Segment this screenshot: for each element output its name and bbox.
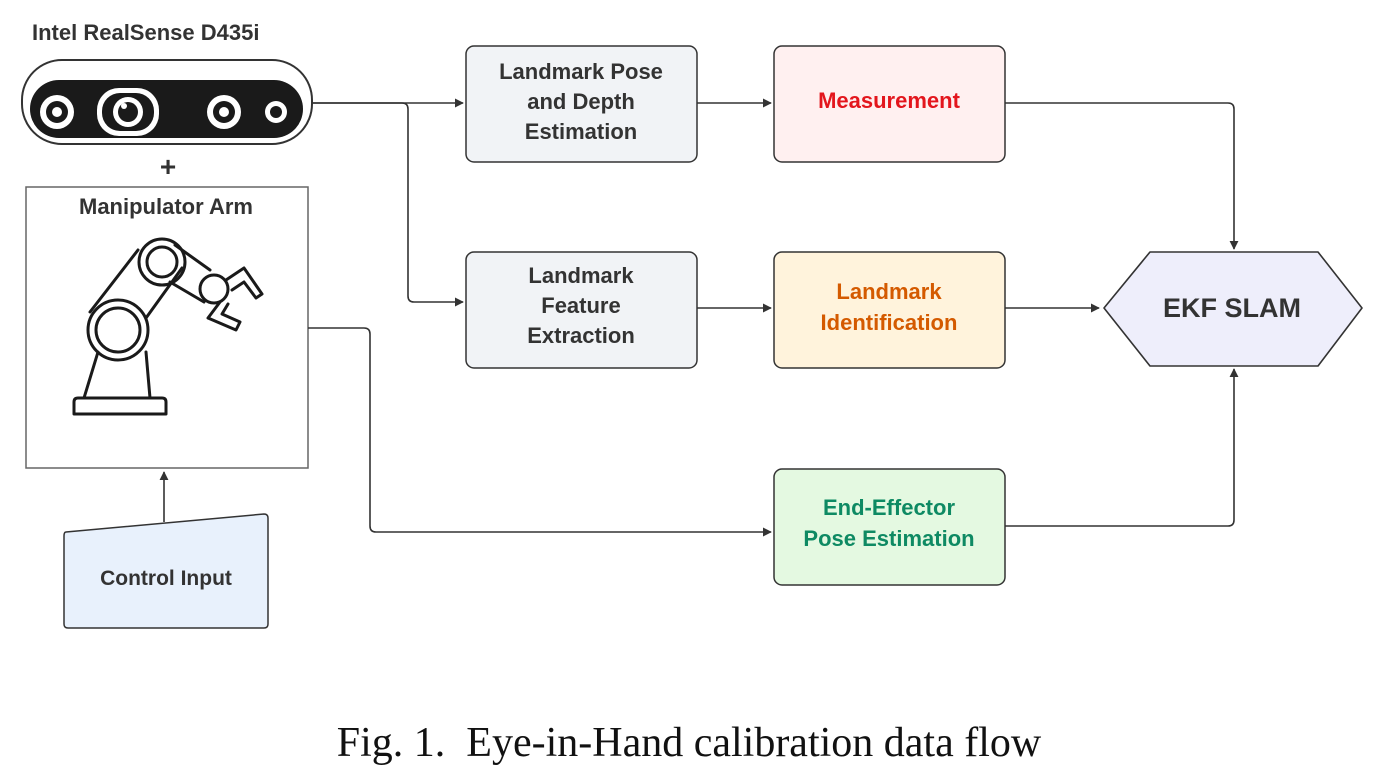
arm-to-end-effector-arrow [308,327,772,537]
robot-arm-icon [72,237,264,416]
feature-node [465,251,698,369]
camera-label: Intel RealSense D435i [32,20,259,45]
end-effector-to-ekf-arrow [1005,368,1239,527]
measurement-to-ekf-arrow [1005,102,1239,250]
identification-line-2: Identification [821,310,958,335]
pose-depth-node [465,45,698,163]
measurement-label: Measurement [818,88,961,113]
manipulator-arm-label: Manipulator Arm [79,194,253,219]
realsense-camera-icon [21,59,313,145]
identification-line-1: Landmark [836,279,942,304]
pose-depth-line-3: Estimation [525,119,637,144]
ekf-slam-label: EKF SLAM [1163,293,1301,323]
plus-sign: + [160,151,176,182]
end-effector-line-2: Pose Estimation [803,526,974,551]
feature-line-3: Extraction [527,323,635,348]
pose-depth-line-2: and Depth [527,89,635,114]
figure-caption: Fig. 1. Eye-in-Hand calibration data flo… [337,720,1042,766]
ekf-slam-node [1103,251,1363,367]
pose-depth-line-1: Landmark Pose [499,59,663,84]
measurement-node [773,45,1006,163]
identification-node [773,251,1006,369]
connectors [159,98,1239,537]
feature-line-1: Landmark [528,263,634,288]
control-input-box [63,513,269,629]
end-effector-node [773,468,1006,586]
end-effector-line-1: End-Effector [823,495,955,520]
camera-to-feature-arrow [312,102,464,307]
feature-line-2: Feature [541,293,620,318]
control-input-label: Control Input [100,567,232,590]
manipulator-arm-box [25,186,309,469]
